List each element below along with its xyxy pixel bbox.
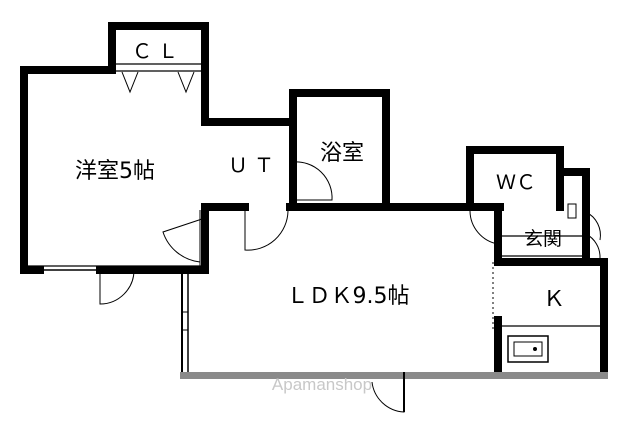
balcony-door	[371, 378, 405, 413]
kitchen-walls	[494, 258, 608, 376]
bathroom-label: 浴室	[320, 141, 364, 166]
outer-grey-walls	[180, 210, 608, 379]
sink-bowl	[513, 341, 543, 357]
utility-door	[244, 210, 289, 251]
wc-door	[469, 210, 499, 245]
thin-lines	[24, 63, 604, 327]
bottom-wall	[180, 372, 608, 379]
western-room-lower-door	[99, 269, 135, 305]
kitchen-sink	[507, 335, 549, 363]
ldk-label: ＬＤＫ9.5帖	[287, 284, 410, 309]
walls	[20, 22, 608, 376]
closet-door-right	[177, 71, 195, 94]
utility-label: ＵＴ	[228, 155, 280, 177]
toilet-label: ＷＣ	[496, 170, 536, 194]
western-room-label: 洋室5帖	[75, 159, 155, 184]
entrance-shoe-box	[567, 203, 577, 219]
closet-door-left	[121, 71, 139, 94]
bathroom-door	[292, 161, 333, 201]
western-room-door	[162, 217, 206, 263]
closet-label: ＣＬ	[132, 41, 184, 63]
doors	[40, 71, 601, 413]
kitchen-label: Ｋ	[543, 287, 565, 312]
watermark-text: Apamanshop	[272, 375, 372, 394]
entrance-door-lower	[585, 233, 601, 259]
sink-basin	[507, 335, 549, 363]
sink-drain	[533, 347, 537, 351]
entrance-door-upper	[585, 211, 601, 241]
western-room-walls	[20, 66, 209, 274]
entrance-label: 玄関	[524, 228, 562, 250]
closet-walls	[108, 22, 209, 124]
